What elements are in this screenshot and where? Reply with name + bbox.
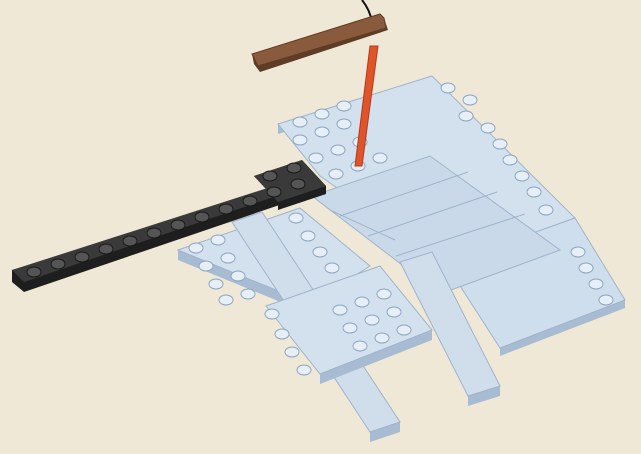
stud <box>493 139 507 149</box>
stud <box>309 153 323 163</box>
stud <box>481 123 495 133</box>
stud <box>503 155 517 165</box>
stud <box>375 333 389 343</box>
stud <box>441 83 455 93</box>
stud <box>293 135 307 145</box>
stud <box>209 279 223 289</box>
stud <box>75 252 89 262</box>
stud <box>343 323 357 333</box>
stud <box>275 329 289 339</box>
stud <box>195 212 209 222</box>
stud <box>285 347 299 357</box>
stud <box>241 289 255 299</box>
stud <box>291 179 305 189</box>
stud <box>463 95 477 105</box>
stud <box>147 228 161 238</box>
stud <box>539 205 553 215</box>
stud <box>221 253 235 263</box>
stud <box>333 305 347 315</box>
stud <box>571 247 585 257</box>
stud <box>325 263 339 273</box>
stud <box>211 235 225 245</box>
stud <box>315 127 329 137</box>
stud <box>219 204 233 214</box>
stud <box>287 163 301 173</box>
stud <box>515 171 529 181</box>
stud <box>231 271 245 281</box>
stud <box>589 279 603 289</box>
stud <box>265 309 279 319</box>
stud <box>599 295 613 305</box>
stud <box>365 315 379 325</box>
stud <box>189 243 203 253</box>
stud <box>289 213 303 223</box>
stud <box>315 109 329 119</box>
stud <box>337 119 351 129</box>
stud <box>297 365 311 375</box>
stud <box>337 101 351 111</box>
stud <box>459 111 473 121</box>
stud <box>27 267 41 277</box>
stud <box>397 325 411 335</box>
stud <box>99 244 113 254</box>
stud <box>199 261 213 271</box>
stud <box>301 231 315 241</box>
stud <box>527 187 541 197</box>
stud <box>267 187 281 197</box>
stud <box>387 307 401 317</box>
stud <box>377 289 391 299</box>
stud <box>171 220 185 230</box>
stud <box>219 295 233 305</box>
stud <box>243 196 257 206</box>
stud <box>373 153 387 163</box>
stud <box>355 297 369 307</box>
stud <box>353 341 367 351</box>
stud <box>123 236 137 246</box>
stud <box>329 169 343 179</box>
stud <box>263 171 277 181</box>
stud <box>51 259 65 269</box>
stud <box>331 145 345 155</box>
stud <box>579 263 593 273</box>
stud <box>293 117 307 127</box>
stud <box>313 247 327 257</box>
